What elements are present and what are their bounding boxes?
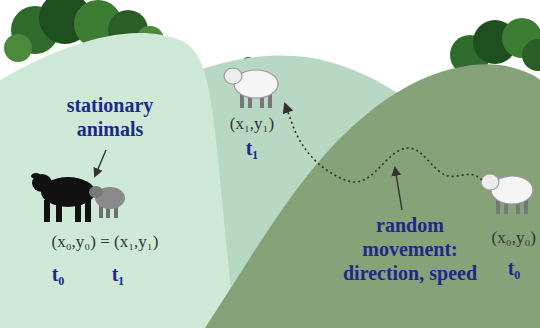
time-label: t₁ [232,136,272,160]
head [481,174,499,190]
heading-label: stationary animals [55,93,165,141]
leader-line [395,168,402,210]
coordinate-label: (x₁,y₁) [207,114,297,134]
grey-sheep [89,186,125,218]
heading-label: random movement: direction, speed [333,213,488,285]
head [89,186,103,198]
leg [44,200,50,222]
head [224,68,242,84]
ear [31,173,41,179]
tree [522,39,540,71]
time-label: t₀ [38,262,78,286]
time-label: t₁ [98,262,138,286]
movement-path [285,104,482,182]
coordinate-label: (x₀,y₀) = (x₁,y₁) [10,232,200,252]
white-sheep-start [481,174,533,214]
leader-line [95,150,106,176]
black-cow [31,173,95,222]
tree [4,34,32,62]
leg [85,200,91,222]
right-hill [205,64,540,328]
coordinate-label: (x₀,y₀) [456,228,536,248]
left-hill [0,33,235,328]
white-sheep-moved [224,68,278,108]
head [32,174,52,192]
time-label: t₀ [494,256,534,280]
